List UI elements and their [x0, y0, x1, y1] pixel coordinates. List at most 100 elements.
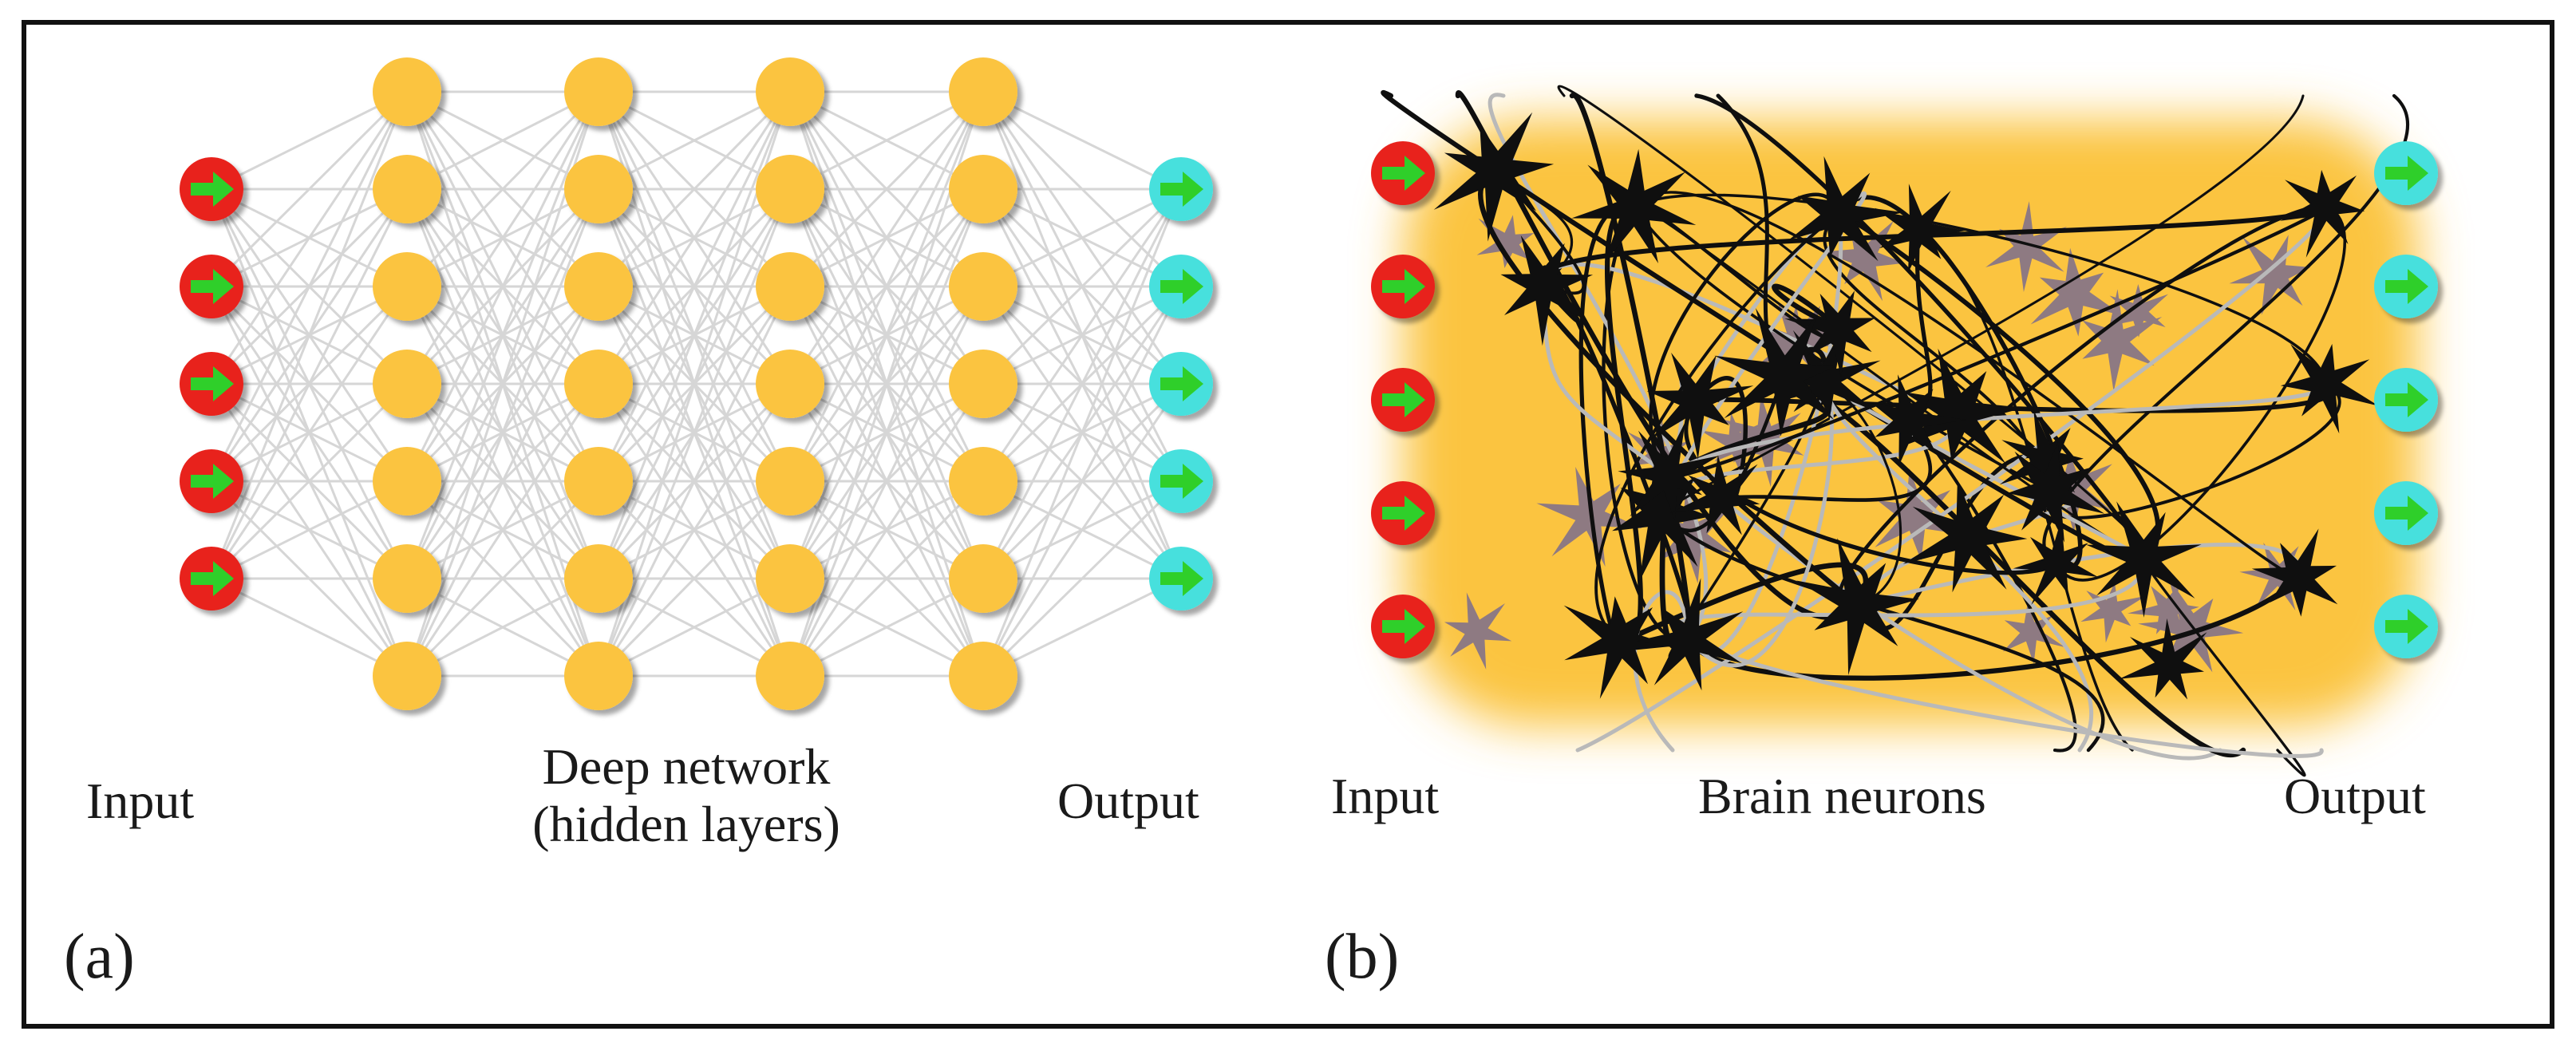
- network-edge: [788, 188, 985, 677]
- neuron-fiber: [1686, 637, 2324, 758]
- network-edge: [788, 91, 985, 385]
- neuron-body: [2280, 343, 2379, 434]
- hidden-node: [373, 155, 441, 223]
- output-node: [1149, 255, 1213, 318]
- network-edge: [211, 577, 408, 678]
- neuron-body: [1571, 148, 1697, 263]
- network-edge: [982, 577, 1182, 678]
- neuron-body: [1899, 348, 2025, 464]
- background-neuron: [2080, 582, 2147, 643]
- hidden-node: [756, 155, 824, 223]
- neuron-body: [2085, 501, 2202, 618]
- output-node-arrow: [1160, 561, 1203, 596]
- network-edge: [405, 383, 600, 677]
- hidden-node: [373, 544, 441, 613]
- neuron-body: [1871, 374, 1966, 467]
- network-edge: [405, 480, 600, 678]
- output-node: [1149, 547, 1213, 610]
- neuron-fiber: [1835, 211, 2161, 560]
- network-edge: [982, 188, 1183, 385]
- neuron-body: [1875, 184, 1966, 274]
- network-edge: [788, 90, 985, 288]
- input-node-arrow: [191, 464, 234, 499]
- input-node-arrow: [191, 561, 234, 596]
- network-edge: [211, 90, 408, 191]
- network-edge: [405, 286, 600, 677]
- network-edge: [598, 90, 791, 191]
- network-nodes: [180, 57, 1213, 710]
- neuron-fiber: [1823, 212, 2051, 492]
- hidden-node: [949, 447, 1017, 516]
- neuron-fiber: [1659, 191, 1867, 515]
- panel-b-input-label: Input: [1331, 768, 1440, 824]
- network-edge: [210, 286, 409, 579]
- network-edge: [982, 188, 1183, 482]
- neuron-body: [1999, 409, 2084, 496]
- network-edge: [788, 91, 985, 579]
- output-node: [1149, 157, 1213, 221]
- neuron-body: [2119, 618, 2207, 700]
- neuron-fiber: [1772, 283, 1842, 331]
- network-edge: [406, 577, 599, 678]
- network-edge: [210, 91, 409, 385]
- network-edge: [982, 480, 1183, 678]
- hidden-node: [756, 447, 824, 516]
- brain-input-node-arrow: [1382, 382, 1425, 417]
- background-neuron: [1875, 468, 1956, 561]
- hidden-node: [564, 57, 633, 126]
- brain-output-node-arrow: [2385, 269, 2428, 304]
- network-edge: [405, 188, 600, 677]
- hidden-node: [756, 57, 824, 126]
- background-neuron: [2082, 289, 2163, 392]
- background-neuron: [2109, 284, 2168, 338]
- panel-b-letter: (b): [1325, 922, 1400, 992]
- network-edge: [211, 480, 408, 580]
- brain-input-node: [1371, 595, 1435, 658]
- output-node-arrow: [1160, 172, 1203, 207]
- brain-input-node: [1371, 368, 1435, 432]
- network-edge: [982, 383, 1183, 677]
- network-edge: [405, 91, 600, 579]
- network-edge: [597, 91, 792, 385]
- output-node: [1149, 352, 1213, 416]
- brain-output-node: [2374, 368, 2438, 432]
- background-neuron: [2128, 585, 2199, 634]
- output-node-arrow: [1160, 269, 1203, 304]
- brain-output-node-arrow: [2385, 496, 2428, 531]
- background-neuron: [1536, 467, 1642, 567]
- hidden-node: [564, 447, 633, 516]
- input-node: [180, 255, 243, 318]
- network-edge: [982, 90, 1182, 191]
- brain-input-node: [1371, 255, 1435, 318]
- network-edge: [210, 91, 409, 579]
- neuron-fiber: [1488, 93, 1709, 642]
- brain-input-node-arrow: [1382, 609, 1425, 644]
- panel-b-brain: [1371, 85, 2438, 777]
- neuron-fiber: [1569, 93, 1693, 642]
- neuron-fiber: [1836, 195, 2083, 570]
- input-node: [180, 449, 243, 513]
- neuron-body: [1618, 421, 1720, 521]
- background-neuron: [1652, 482, 1732, 584]
- neuron-body: [2280, 169, 2365, 258]
- hidden-node: [373, 447, 441, 516]
- hidden-node: [949, 544, 1017, 613]
- input-node: [180, 157, 243, 221]
- input-node-arrow: [191, 269, 234, 304]
- hidden-node: [373, 350, 441, 418]
- brain-input-node-arrow: [1382, 269, 1425, 304]
- neuron-fiber: [1659, 510, 2105, 753]
- neuron-fiber: [2055, 204, 2347, 582]
- brain-input-node: [1371, 481, 1435, 545]
- network-edge: [788, 480, 985, 678]
- brain-io-nodes: [1371, 141, 2438, 658]
- network-edge: [597, 91, 792, 482]
- hidden-node: [949, 57, 1017, 126]
- network-edge: [982, 188, 1183, 579]
- input-node: [180, 352, 243, 416]
- neuron-body: [1500, 235, 1594, 346]
- hidden-label-line1: Deep network: [542, 738, 831, 795]
- network-edge: [788, 91, 985, 482]
- brain-input-node-arrow: [1382, 156, 1425, 191]
